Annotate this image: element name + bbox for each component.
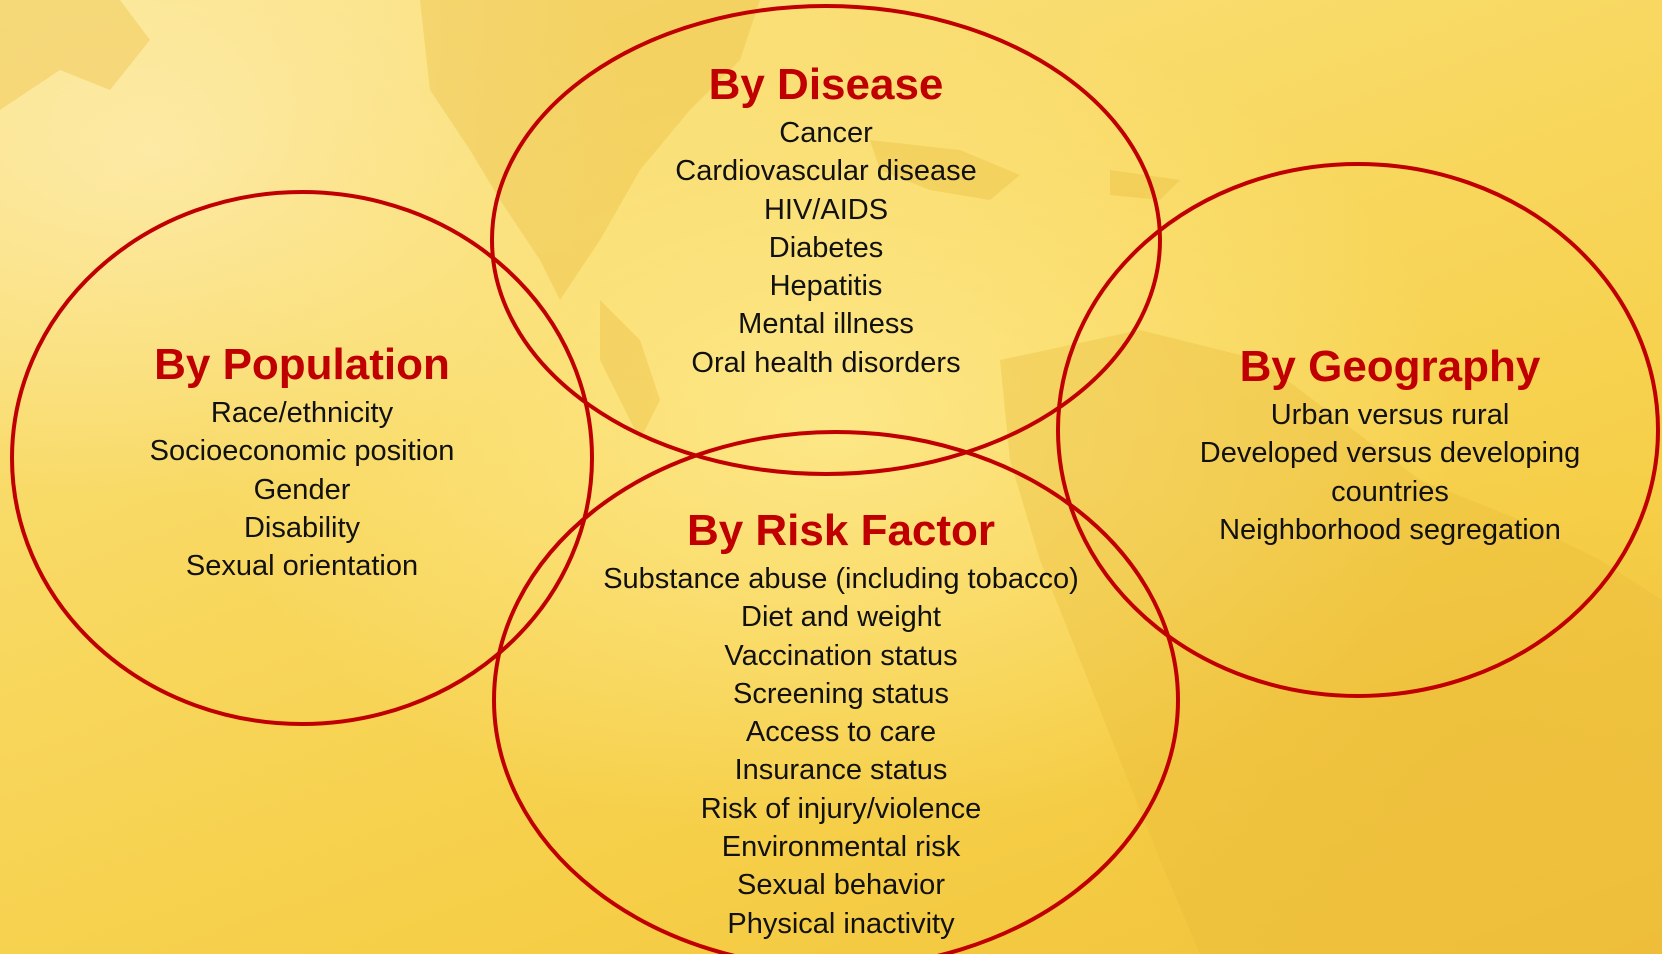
list-item: HIV/AIDS xyxy=(763,193,889,226)
risk-factor-group: By Risk Factor Substance abuse (includin… xyxy=(566,506,1116,943)
list-item: Diabetes xyxy=(768,231,884,264)
list-item: Sexual behavior xyxy=(737,869,945,902)
list-item: Cardiovascular disease xyxy=(675,155,977,188)
list-item: Vaccination status xyxy=(724,639,958,672)
list-item: Substance abuse (including tobacco) xyxy=(603,563,1079,595)
list-item: Gender xyxy=(253,473,351,506)
list-item: Oral health disorders xyxy=(691,346,961,379)
population-group: By Population Race/ethnicity Socioeconom… xyxy=(102,340,502,585)
list-item: Neighborhood segregation xyxy=(1219,513,1561,546)
list-item: Physical inactivity xyxy=(727,907,955,940)
risk-factor-title: By Risk Factor xyxy=(686,506,996,555)
risk-factor-list: Substance abuse (including tobacco) Diet… xyxy=(566,560,1116,943)
list-item: Diet and weight xyxy=(741,601,941,634)
list-item: Access to care xyxy=(745,716,937,749)
disease-title: By Disease xyxy=(708,60,944,109)
geography-list: Urban versus rural Developed versus deve… xyxy=(1160,396,1620,549)
list-item: Cancer xyxy=(779,117,873,149)
list-item: Developed versus developing countries xyxy=(1199,437,1581,508)
population-list: Race/ethnicity Socioeconomic position Ge… xyxy=(102,394,502,585)
list-item: Mental illness xyxy=(738,308,914,341)
geography-title: By Geography xyxy=(1239,342,1541,391)
list-item: Sexual orientation xyxy=(185,550,419,583)
disease-ring xyxy=(490,4,1162,476)
list-item: Risk of injury/violence xyxy=(700,792,982,825)
geography-ring xyxy=(1056,162,1660,698)
geography-group: By Geography Urban versus rural Develope… xyxy=(1160,342,1620,549)
list-item: Insurance status xyxy=(734,754,948,787)
list-item: Socioeconomic position xyxy=(149,435,455,468)
risk-factor-ring xyxy=(492,430,1180,954)
disease-list: Cancer Cardiovascular disease HIV/AIDS D… xyxy=(626,114,1026,382)
list-item: Disability xyxy=(243,511,361,544)
list-item: Environmental risk xyxy=(721,831,961,864)
population-title: By Population xyxy=(154,340,450,389)
disease-group: By Disease Cancer Cardiovascular disease… xyxy=(626,60,1026,382)
list-item: Race/ethnicity xyxy=(210,397,394,429)
list-item: Hepatitis xyxy=(769,270,883,303)
list-item: Screening status xyxy=(732,677,949,710)
population-ring xyxy=(10,190,594,726)
list-item: Urban versus rural xyxy=(1270,399,1510,431)
